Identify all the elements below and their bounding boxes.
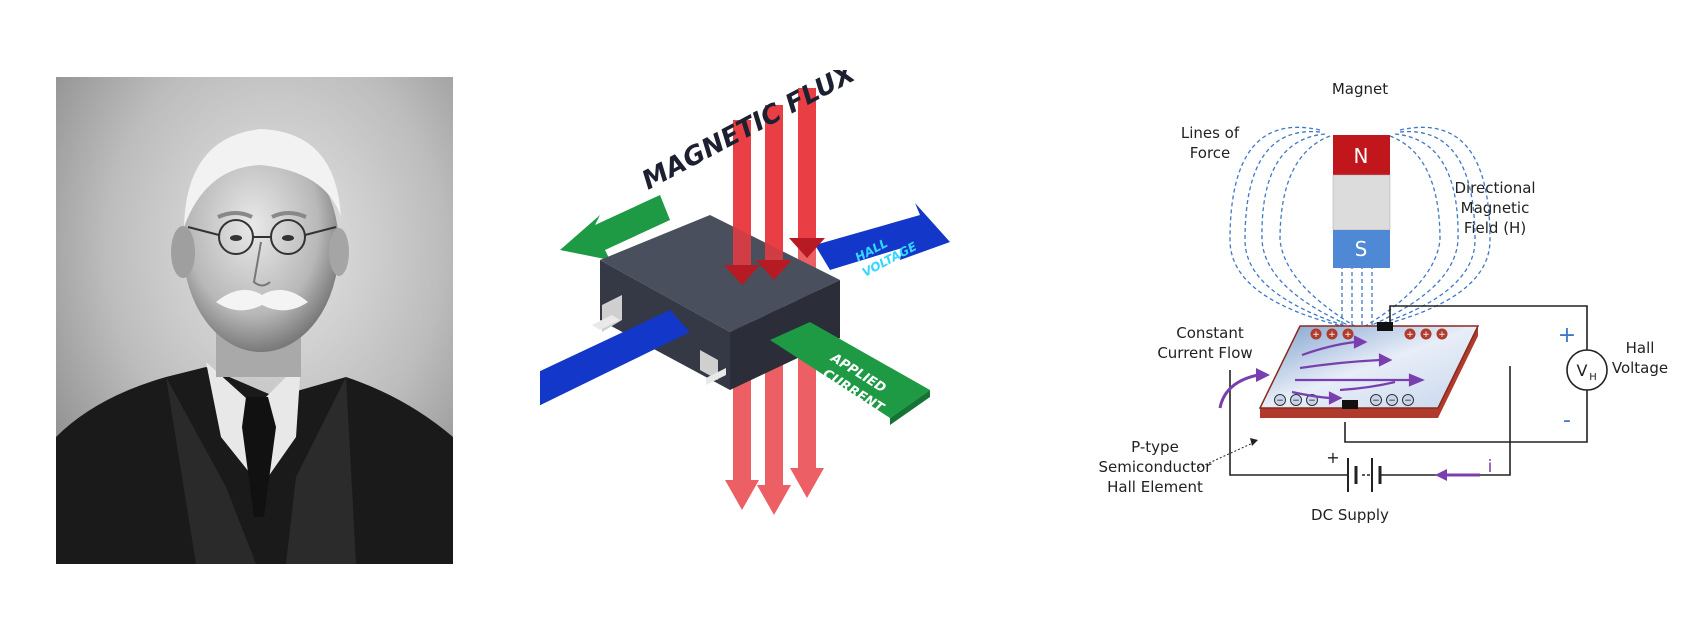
lines-of-force-label-2: Force xyxy=(1190,144,1231,162)
hall-sensor-illustration: HALL VOLTAGE APPLIED CURRENT xyxy=(500,58,1020,570)
current-i-arrow xyxy=(1435,469,1480,481)
constant-current-label-2: Current Flow xyxy=(1157,344,1252,362)
dc-battery xyxy=(1347,458,1382,492)
constant-current-label: Constant xyxy=(1176,324,1244,342)
applied-current-arrow xyxy=(770,322,930,418)
svg-text:+: + xyxy=(1344,330,1352,340)
battery-plus-sign: + xyxy=(1326,448,1339,467)
svg-text:+: + xyxy=(1312,330,1320,340)
svg-text:−: − xyxy=(1292,396,1300,406)
circuit-wires xyxy=(1229,305,1588,476)
north-pole-label: N xyxy=(1354,144,1369,168)
directional-field-label-3: Field (H) xyxy=(1464,219,1526,237)
directional-field-label: Directional xyxy=(1454,179,1535,197)
svg-text:−: − xyxy=(1372,396,1380,406)
bar-magnet: N S xyxy=(1332,135,1391,268)
hall-voltage-label: Hall xyxy=(1626,339,1655,357)
svg-text:+: + xyxy=(1422,330,1430,340)
ptype-label-3: Hall Element xyxy=(1107,478,1203,496)
portrait-photo xyxy=(56,77,453,564)
blue-current-bar xyxy=(500,310,690,415)
svg-text:V: V xyxy=(1577,361,1588,380)
svg-text:−: − xyxy=(1404,396,1412,406)
hall-voltage-arrow xyxy=(815,203,950,270)
sensor-pin-2 xyxy=(700,350,718,380)
negative-charges: − − − − − − xyxy=(1274,394,1414,406)
field-lines xyxy=(1229,126,1491,329)
south-pole-label: S xyxy=(1355,237,1368,261)
constant-current-arrow xyxy=(1218,368,1270,409)
svg-text:−: − xyxy=(1388,396,1396,406)
svg-text:+: + xyxy=(1406,330,1414,340)
directional-field-label-2: Magnetic xyxy=(1461,199,1530,217)
hall-plus-sign: + xyxy=(1558,323,1576,348)
svg-text:−: − xyxy=(1276,396,1284,406)
positive-charges: + + + + + + xyxy=(1310,328,1448,340)
magnet-label: Magnet xyxy=(1332,80,1388,98)
current-flow-arrows xyxy=(1291,335,1425,405)
svg-text:H: H xyxy=(1589,372,1597,383)
hall-effect-diagram: Magnet Lines of Force Directional Magnet… xyxy=(1080,70,1700,570)
hall-voltmeter: V H xyxy=(1566,349,1608,391)
green-arrow-left xyxy=(560,195,670,260)
ptype-label: P-type xyxy=(1131,438,1179,456)
portrait-icon xyxy=(56,77,453,564)
svg-text:+: + xyxy=(1438,330,1446,340)
lines-of-force-label: Lines of xyxy=(1181,124,1240,142)
svg-text:−: − xyxy=(1308,396,1316,406)
ptype-label-2: Semiconductor xyxy=(1099,458,1213,476)
dc-supply-label: DC Supply xyxy=(1311,506,1389,524)
hall-minus-sign: - xyxy=(1563,408,1571,433)
ptype-pointer xyxy=(1197,441,1256,469)
svg-text:+: + xyxy=(1328,330,1336,340)
current-i-label: i xyxy=(1488,457,1493,477)
hall-voltage-label-2: Voltage xyxy=(1612,359,1668,377)
